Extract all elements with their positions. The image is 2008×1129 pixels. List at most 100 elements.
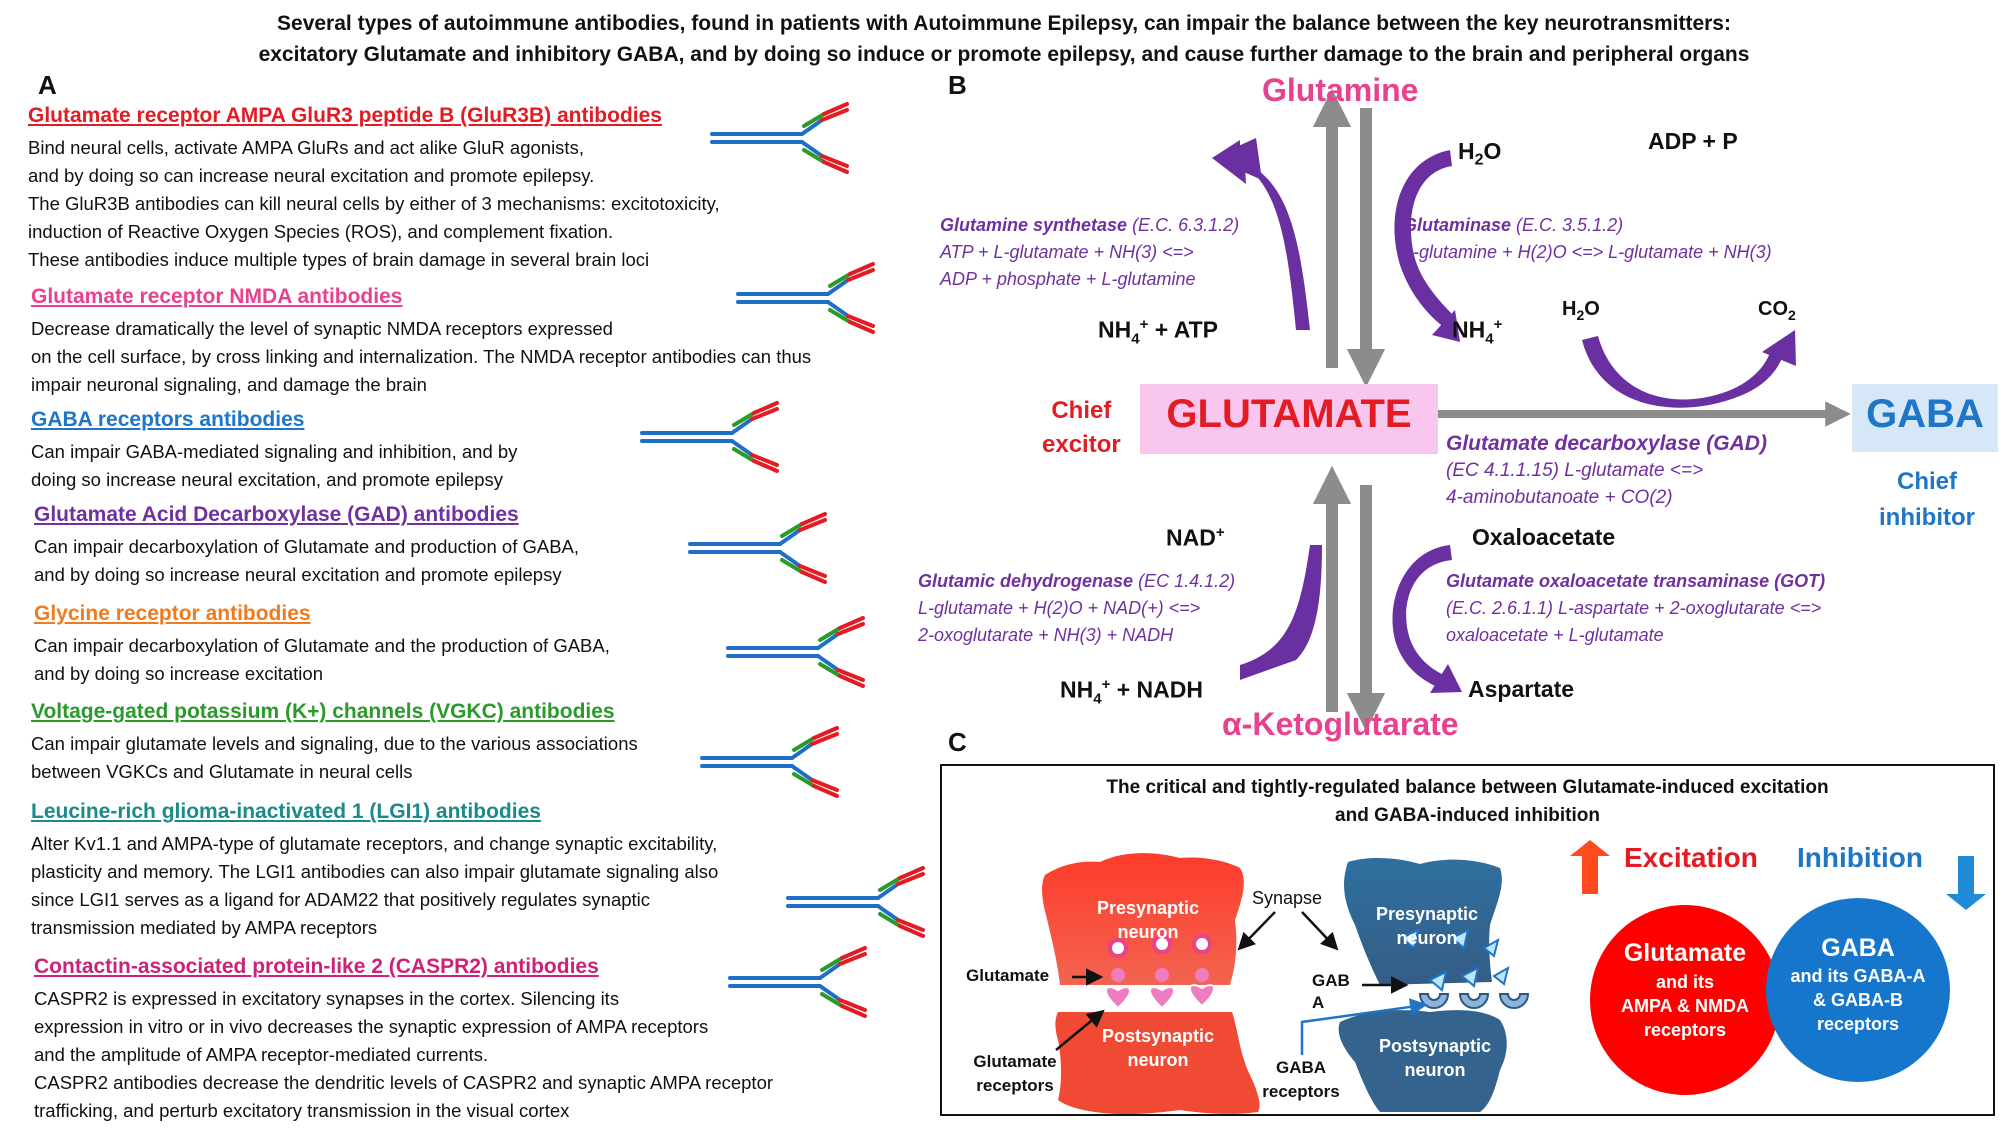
h2o-top-label: H2O — [1458, 138, 1501, 170]
postsynaptic-neuron-inhibitory — [1338, 1010, 1507, 1112]
gaba-c-line2: A — [1312, 993, 1325, 1012]
gdh-text: Glutamic dehydrogenase (EC 1.4.1.2) L-gl… — [918, 568, 1235, 649]
antibody-entry: Contactin-associated protein-like 2 (CAS… — [34, 955, 773, 1125]
antibody-description-line: expression in vitro or in vivo decreases… — [34, 1016, 709, 1037]
antibody-description-line: Alter Kv1.1 and AMPA-type of glutamate r… — [31, 833, 718, 854]
antibody-description-line: trafficking, and perturb excitatory tran… — [34, 1100, 570, 1121]
gdh-ec: (EC 1.4.1.2) — [1133, 571, 1236, 591]
excitation-arrow-icon — [1570, 840, 1610, 894]
glutamate-receptors-line2: receptors — [976, 1076, 1054, 1095]
synapse-label: Synapse — [1252, 888, 1323, 908]
antibody-heading: GABA receptors antibodies — [31, 408, 305, 431]
co2-sub: 2 — [1788, 307, 1796, 323]
nad-sup: + — [1215, 524, 1225, 541]
antibody-description-line: Can impair decarboxylation of Glutamate … — [34, 635, 610, 656]
nh4-atp-end: + ATP — [1148, 316, 1218, 343]
antibody-icon — [786, 866, 925, 938]
antibody-description-line: and by doing so can increase neural exci… — [28, 165, 595, 186]
got-line3: oxaloacetate + L-glutamate — [1446, 625, 1664, 645]
h2o-gad-sub: 2 — [1576, 307, 1585, 323]
nh4-nadh-nh: NH — [1060, 676, 1094, 703]
glutamate-c-label: Glutamate — [966, 966, 1050, 985]
antibody-heading: Voltage-gated potassium (K+) channels (V… — [31, 700, 615, 723]
curved-arrow-glutaminase — [1394, 150, 1456, 330]
gdh-name: Glutamic dehydrogenase — [918, 571, 1134, 591]
gs-name: Glutamine synthetase — [940, 215, 1128, 235]
antibody-description-line: Can impair GABA-mediated signaling and i… — [31, 441, 518, 462]
got-name: Glutamate oxaloacetate transaminase (GOT… — [1446, 571, 1826, 591]
gls-line2: L-glutamine + H(2)O <=> L-glutamate + NH… — [1403, 242, 1772, 262]
inhibition-arrow-icon — [1946, 856, 1986, 910]
h2o-top-o: O — [1483, 138, 1502, 164]
nh4-atp-sup: + — [1139, 316, 1149, 333]
gaba-c-label: GAB A — [1312, 970, 1350, 1014]
glutamate-receptors-arrow — [1055, 1009, 1105, 1051]
nad-text: NAD — [1166, 524, 1216, 551]
antibody-description-line: induction of Reactive Oxygen Species (RO… — [28, 221, 614, 242]
antibody-description-line: Decrease dramatically the level of synap… — [31, 318, 613, 339]
glutaminase-text: Glutaminase (E.C. 3.5.1.2) L-glutamine +… — [1403, 212, 1772, 266]
figure-title-line1: Several types of autoimmune antibodies, … — [277, 12, 1731, 35]
nh4-right-nh: NH — [1452, 316, 1486, 343]
co2-label: CO2 — [1758, 298, 1796, 323]
antibody-description-line: and the amplitude of AMPA receptor-media… — [34, 1044, 489, 1065]
glu-circle-line3: AMPA & NMDA — [1621, 996, 1749, 1016]
inhibition-label: Inhibition — [1797, 842, 1923, 873]
gaba-label: GABA — [1866, 392, 1984, 436]
antibody-description: CASPR2 is expressed in excitatory synaps… — [34, 985, 773, 1125]
antibody-description: Bind neural cells, activate AMPA GluRs a… — [28, 134, 720, 274]
nh4-nadh-end: + NADH — [1110, 676, 1203, 703]
presynaptic-left-line2: neuron — [1117, 922, 1179, 942]
antibody-description-line: The GluR3B antibodies can kill neural ce… — [28, 193, 720, 214]
antibody-description-line: CASPR2 antibodies decrease the dendritic… — [34, 1072, 774, 1093]
glutamate-circle — [1590, 905, 1780, 1095]
antibody-description-line: and by doing so increase neural excitati… — [34, 564, 562, 585]
gaba-box — [1852, 384, 1998, 452]
presynaptic-right-label: Presynaptic neuron — [1352, 902, 1502, 950]
gls-name: Glutaminase — [1403, 215, 1512, 235]
curved-arrow-gad — [1582, 336, 1785, 408]
chief-excitor-line2: excitor — [1042, 431, 1121, 458]
chief-inhibitor-label: Chief inhibitor — [1862, 464, 1992, 536]
antibody-description-line: doing so increase neural excitation, and… — [31, 469, 504, 490]
postsynaptic-right-line2: neuron — [1404, 1060, 1466, 1080]
panel-c-box — [940, 764, 1995, 1116]
curved-arrow-got-head — [1430, 664, 1462, 693]
panel-c-title-line2: and GABA-induced inhibition — [1335, 805, 1600, 826]
antibody-entry: Voltage-gated potassium (K+) channels (V… — [31, 700, 638, 786]
antibody-icon — [688, 512, 827, 584]
alpha-ketoglutarate-label: α-Ketoglutarate — [1222, 706, 1459, 742]
antibody-description-line: transmission mediated by AMPA receptors — [31, 917, 378, 938]
gs-line3: ADP + phosphate + L-glutamine — [940, 269, 1196, 289]
antibody-icon — [728, 946, 867, 1018]
gaba-receptors-arrow — [1300, 998, 1428, 1055]
glutamine-synthetase-text: Glutamine synthetase (E.C. 6.3.1.2) ATP … — [940, 212, 1239, 293]
oxaloacetate-label: Oxaloacetate — [1472, 524, 1616, 550]
antibody-description-line: Bind neural cells, activate AMPA GluRs a… — [28, 137, 584, 158]
h2o-gad-label: H2O — [1562, 298, 1600, 323]
antibody-description-line: Can impair glutamate levels and signalin… — [31, 733, 638, 754]
nh4-right-label: NH4+ — [1452, 316, 1503, 348]
antibody-description: Decrease dramatically the level of synap… — [31, 315, 811, 399]
postsynaptic-left-line2: neuron — [1127, 1050, 1189, 1070]
gs-line2: ATP + L-glutamate + NH(3) <=> — [940, 242, 1194, 262]
antibody-heading: Glycine receptor antibodies — [34, 602, 311, 625]
antibody-heading: Contactin-associated protein-like 2 (CAS… — [34, 955, 599, 978]
antibody-description-line: since LGI1 serves as a ligand for ADAM22… — [31, 889, 651, 910]
synapse-arrow-right — [1301, 911, 1339, 951]
presynaptic-neuron-inhibitory — [1344, 857, 1502, 985]
gad-line2: (EC 4.1.1.15) L-glutamate <=> — [1446, 460, 1704, 481]
glu-circle-line4: receptors — [1643, 1020, 1727, 1040]
nad-label: NAD+ — [1166, 524, 1225, 552]
gaba-circle-line2: and its GABA-A — [1790, 966, 1926, 986]
presynaptic-left-label: Presynaptic neuron — [1068, 896, 1228, 944]
glutamate-vesicles — [1108, 934, 1212, 982]
h2o-top-sub: 2 — [1474, 151, 1484, 169]
gaba-vesicles — [1400, 928, 1510, 992]
antibody-entry: Glutamate receptor AMPA GluR3 peptide B … — [28, 104, 720, 274]
panel-c-title-line1: The critical and tightly-regulated balan… — [1106, 777, 1829, 798]
chief-excitor-label: Chief excitor — [1042, 394, 1121, 462]
synapse-arrow-left — [1237, 911, 1276, 951]
